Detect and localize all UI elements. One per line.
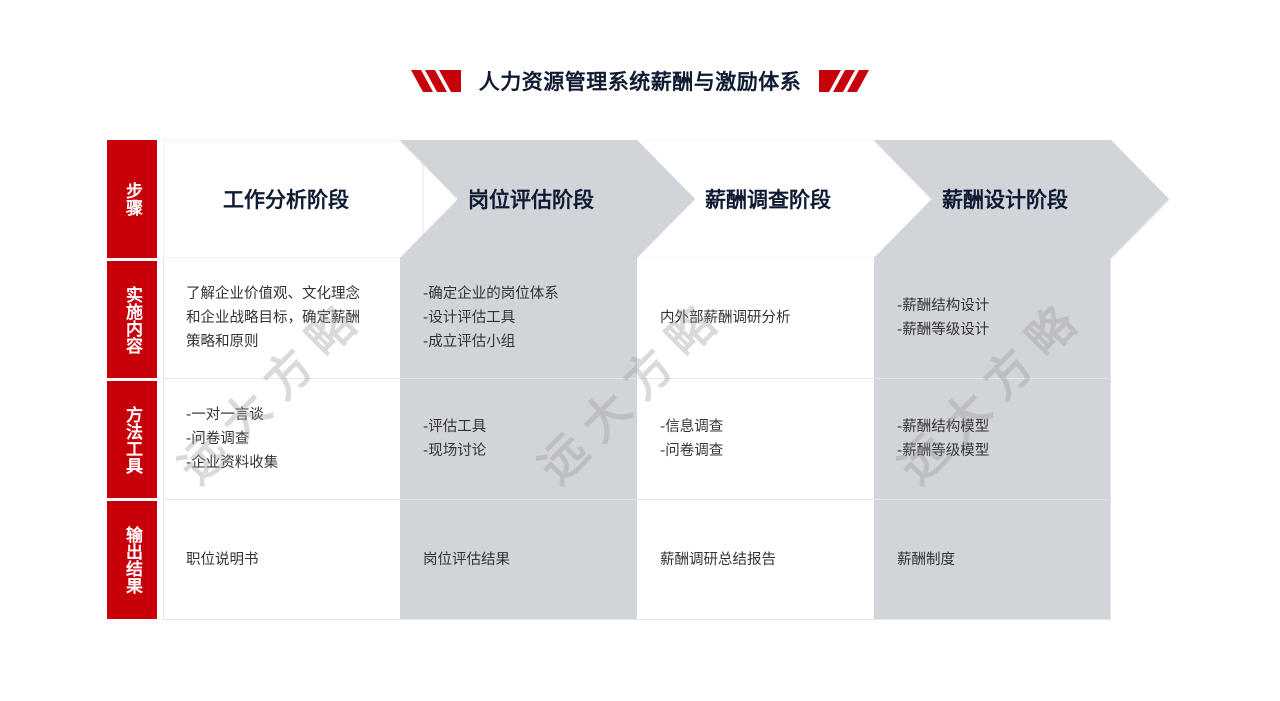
row-label-steps: 步骤: [107, 140, 157, 258]
method-line: -问卷调查: [660, 443, 724, 459]
method-line: -一对一言谈: [186, 407, 264, 423]
method-line: -薪酬等级模型: [897, 443, 990, 459]
row-label-methods: 方法工具: [107, 381, 157, 498]
method-line: -信息调查: [660, 419, 724, 435]
method-line: -评估工具: [423, 419, 487, 435]
stripes-right-icon: [819, 70, 870, 92]
method-line: -企业资料收集: [186, 455, 279, 471]
output-text: 薪酬制度: [897, 551, 955, 568]
methods-cell-3: -信息调查 -问卷调查: [637, 379, 874, 500]
output-cell-3: 薪酬调研总结报告: [637, 500, 874, 620]
content-line: 策略和原则: [186, 334, 259, 350]
content-line: -设计评估工具: [423, 310, 516, 326]
output-text: 职位说明书: [186, 551, 259, 568]
row-label-content: 实施内容: [107, 261, 157, 378]
content-cell-2: -确定企业的岗位体系 -设计评估工具 -成立评估小组: [400, 258, 637, 379]
method-line: -薪酬结构模型: [897, 419, 990, 435]
row-label-text: 实施内容: [122, 285, 142, 354]
content-line: 了解企业价值观、文化理念: [186, 286, 360, 302]
content-cell-4: -薪酬结构设计 -薪酬等级设计: [874, 258, 1111, 379]
row-label-output: 输出结果: [107, 501, 157, 619]
step-title-3: 薪酬调查阶段: [705, 188, 831, 212]
content-cell-3: 内外部薪酬调研分析: [637, 258, 874, 379]
row-label-text: 方法工具: [122, 405, 142, 474]
row-label-text: 输出结果: [122, 526, 142, 594]
step-title-2: 岗位评估阶段: [468, 188, 594, 212]
output-cell-2: 岗位评估结果: [400, 500, 637, 620]
methods-cell-4: -薪酬结构模型 -薪酬等级模型: [874, 379, 1111, 500]
methods-cell-1: -一对一言谈 -问卷调查 -企业资料收集: [163, 379, 400, 500]
output-text: 岗位评估结果: [423, 551, 510, 568]
output-text: 薪酬调研总结报告: [660, 551, 776, 568]
stripes-left-icon: [410, 70, 461, 92]
method-line: -问卷调查: [186, 431, 250, 447]
page-title: 人力资源管理系统薪酬与激励体系: [478, 70, 802, 94]
content-line: -薪酬等级设计: [897, 322, 990, 338]
step-title-1: 工作分析阶段: [223, 188, 349, 212]
output-cell-1: 职位说明书: [163, 500, 400, 620]
content-line: 内外部薪酬调研分析: [660, 310, 791, 326]
content-line: -成立评估小组: [423, 334, 516, 350]
content-line: -薪酬结构设计: [897, 298, 990, 314]
output-cell-4: 薪酬制度: [874, 500, 1111, 620]
content-line: -确定企业的岗位体系: [423, 286, 559, 302]
step-title-4: 薪酬设计阶段: [942, 188, 1068, 212]
methods-cell-2: -评估工具 -现场讨论: [400, 379, 637, 500]
method-line: -现场讨论: [423, 443, 487, 459]
content-cell-1: 了解企业价值观、文化理念 和企业战略目标，确定薪酬 策略和原则: [163, 258, 400, 379]
steps-header: 工作分析阶段 岗位评估阶段 薪酬调查阶段 薪酬设计阶段: [163, 140, 1173, 258]
title-bar: 人力资源管理系统薪酬与激励体系: [0, 64, 1280, 98]
row-label-text: 步骤: [122, 182, 142, 216]
content-line: 和企业战略目标，确定薪酬: [186, 310, 360, 326]
